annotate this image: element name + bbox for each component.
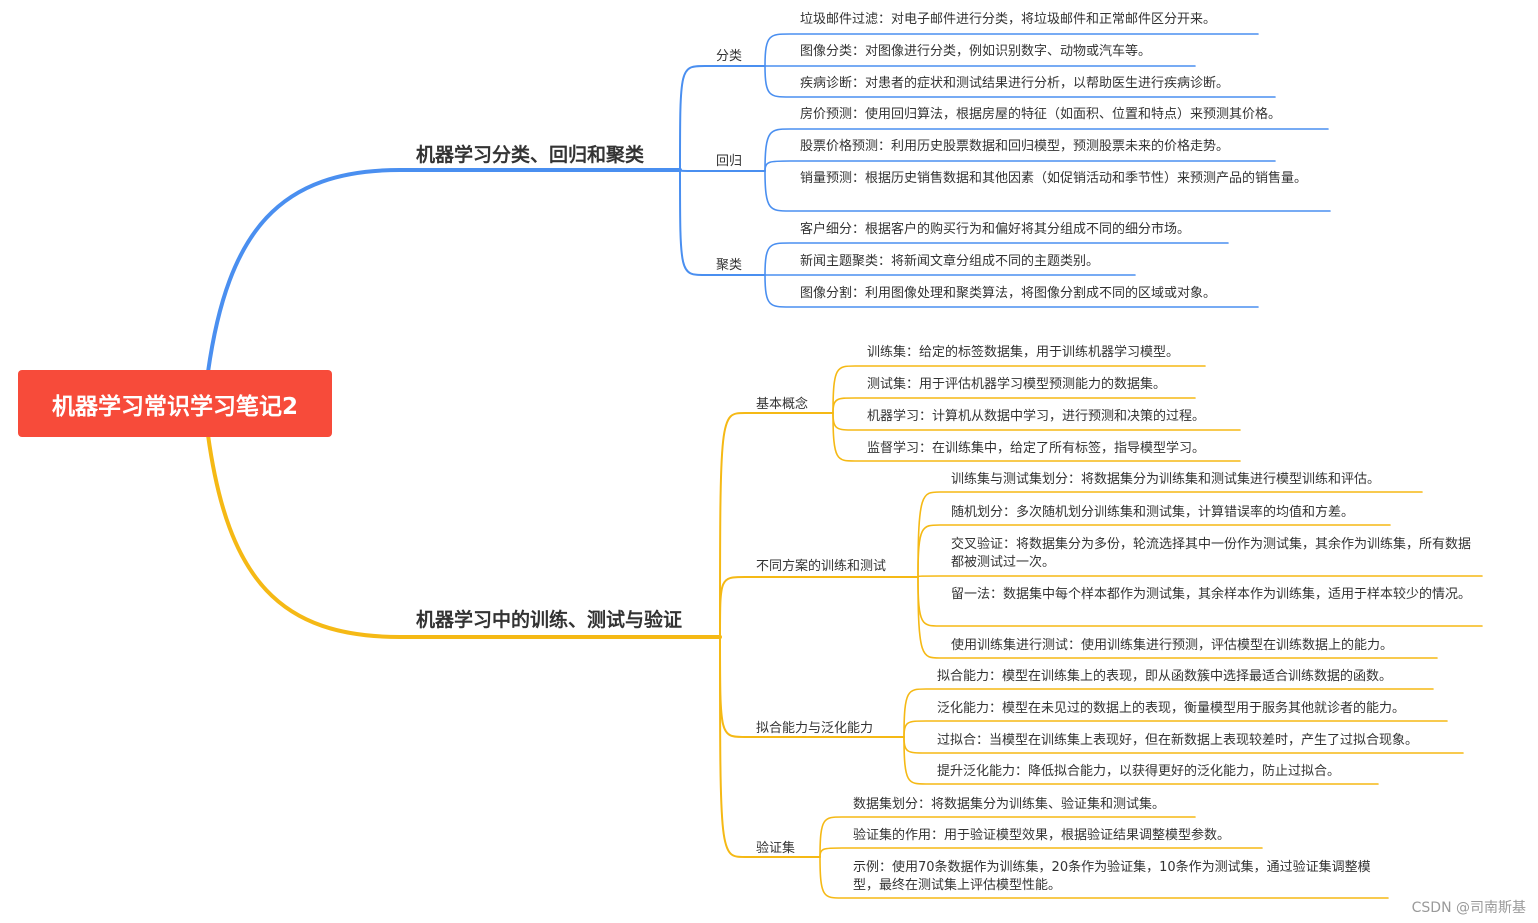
leaf-overfitting[interactable]: 过拟合：当模型在训练集上表现好，但在新数据上表现较差时，产生了过拟合现象。 bbox=[937, 733, 1419, 748]
leaf-test-set[interactable]: 测试集：用于评估机器学习模型预测能力的数据集。 bbox=[867, 377, 1167, 392]
leaf-train-test-split[interactable]: 训练集与测试集划分：将数据集分为训练集和测试集进行模型训练和评估。 bbox=[951, 472, 1381, 487]
edge-b2-sub1-leaf2 bbox=[917, 575, 1483, 578]
edge-b2-sub3-leaf1 bbox=[819, 847, 1263, 858]
leaf-machine-learning[interactable]: 机器学习：计算机从数据中学习，进行预测和决策的过程。 bbox=[867, 409, 1206, 424]
edge-b2-sub3-leaf0 bbox=[819, 816, 1196, 858]
leaf-fitting-ability[interactable]: 拟合能力：模型在训练集上的表现，即从函数簇中选择最适合训练数据的函数。 bbox=[937, 669, 1393, 684]
edge-b1-sub1-leaf2 bbox=[764, 170, 1331, 212]
csdn-watermark: CSDN @司南斯基 bbox=[1411, 900, 1526, 916]
edge-branch-2-to-schemes bbox=[719, 576, 919, 638]
leaf-image-classification[interactable]: 图像分类：对图像进行分类，例如识别数字、动物或汽车等。 bbox=[800, 44, 1152, 59]
branch-topic-training-testing-validation[interactable]: 机器学习中的训练、测试与验证 bbox=[416, 609, 683, 631]
leaf-dataset-split[interactable]: 数据集划分：将数据集分为训练集、验证集和测试集。 bbox=[853, 797, 1166, 812]
leaf-validation-set-role[interactable]: 验证集的作用：用于验证模型效果，根据验证结果调整模型参数。 bbox=[853, 828, 1231, 843]
edge-branch-2-to-basic-concepts bbox=[719, 412, 834, 638]
subtopic-regression[interactable]: 回归 bbox=[716, 154, 743, 169]
leaf-image-segmentation[interactable]: 图像分割：利用图像处理和聚类算法，将图像分割成不同的区域或对象。 bbox=[800, 286, 1217, 301]
edge-b2-sub0-leaf1 bbox=[832, 397, 1196, 414]
subtopic-clustering[interactable]: 聚类 bbox=[716, 258, 743, 273]
root-topic[interactable]: 机器学习常识学习笔记2 bbox=[18, 370, 332, 437]
branch-topic-classification-regression-clustering[interactable]: 机器学习分类、回归和聚类 bbox=[416, 144, 645, 166]
subtopic-classification[interactable]: 分类 bbox=[716, 49, 743, 64]
leaf-customer-segmentation[interactable]: 客户细分：根据客户的购买行为和偏好将其分组成不同的细分市场。 bbox=[800, 222, 1191, 237]
edge-b1-sub2-leaf2 bbox=[764, 274, 1259, 308]
leaf-news-topic-clustering[interactable]: 新闻主题聚类：将新闻文章分组成不同的主题类别。 bbox=[800, 254, 1100, 269]
leaf-generalization-ability[interactable]: 泛化能力：模型在未见过的数据上的表现，衡量模型用于服务其他就诊者的能力。 bbox=[937, 701, 1406, 716]
leaf-leave-one-out[interactable]: 留一法：数据集中每个样本都作为测试集，其余样本作为训练集，适用于样本较少的情况。 bbox=[951, 587, 1472, 602]
edge-b1-sub1-leaf1 bbox=[764, 160, 1276, 172]
edge-branch-1-to-classification bbox=[679, 65, 766, 171]
leaf-stock-price-prediction[interactable]: 股票价格预测：利用历史股票数据和回归模型，预测股票未来的价格走势。 bbox=[800, 139, 1230, 154]
leaf-cross-validation[interactable]: 交叉验证：将数据集分为多份，轮流选择其中一份作为测试集，其余作为训练集，所有数据… bbox=[951, 537, 1472, 570]
leaf-training-set[interactable]: 训练集：给定的标签数据集，用于训练机器学习模型。 bbox=[867, 345, 1180, 360]
leaf-test-on-training-set[interactable]: 使用训练集进行测试：使用训练集进行预测，评估模型在训练数据上的能力。 bbox=[951, 638, 1394, 653]
subtopic-validation-set[interactable]: 验证集 bbox=[756, 841, 796, 856]
leaf-supervised-learning[interactable]: 监督学习：在训练集中，给定了所有标签，指导模型学习。 bbox=[867, 441, 1206, 456]
edge-b1-sub1-leaf0 bbox=[764, 128, 1329, 172]
leaf-disease-diagnosis[interactable]: 疾病诊断：对患者的症状和测试结果进行分析，以帮助医生进行疾病诊断。 bbox=[800, 76, 1230, 91]
leaf-sales-forecast[interactable]: 销量预测：根据历史销售数据和其他因素（如促销活动和季节性）来预测产品的销售量。 bbox=[800, 171, 1308, 186]
leaf-random-split[interactable]: 随机划分：多次随机划分训练集和测试集，计算错误率的均值和方差。 bbox=[951, 505, 1355, 520]
leaf-house-price-prediction[interactable]: 房价预测：使用回归算法，根据房屋的特征（如面积、位置和特点）来预测其价格。 bbox=[800, 107, 1282, 122]
leaf-example[interactable]: 示例：使用70条数据作为训练集，20条作为验证集，10条作为测试集，通过验证集调… bbox=[853, 860, 1371, 893]
edge-b1-sub0-leaf2 bbox=[764, 65, 1276, 98]
edge-b2-sub2-leaf1 bbox=[903, 720, 1448, 738]
edge-branch-1-to-regression bbox=[679, 169, 766, 172]
edge-root-to-branch-1 bbox=[206, 168, 682, 374]
edge-b2-sub2-leaf3 bbox=[903, 736, 1379, 785]
edge-b2-sub1-leaf4 bbox=[917, 576, 1438, 659]
edge-b2-sub2-leaf0 bbox=[903, 688, 1434, 738]
subtopic-basic-concepts[interactable]: 基本概念 bbox=[756, 397, 809, 412]
leaf-improve-generalization[interactable]: 提升泛化能力：降低拟合能力，以获得更好的泛化能力，防止过拟合。 bbox=[937, 764, 1341, 779]
edge-root-to-branch-2 bbox=[206, 433, 722, 639]
subtopic-train-test-schemes[interactable]: 不同方案的训练和测试 bbox=[756, 559, 887, 574]
edge-b1-sub2-leaf0 bbox=[764, 242, 1229, 276]
subtopic-fitting-generalization[interactable]: 拟合能力与泛化能力 bbox=[756, 721, 874, 736]
leaf-spam-filtering[interactable]: 垃圾邮件过滤：对电子邮件进行分类，将垃圾邮件和正常邮件区分开来。 bbox=[800, 12, 1217, 27]
edge-b2-sub0-leaf3 bbox=[832, 412, 1241, 462]
edge-b2-sub1-leaf1 bbox=[917, 524, 1391, 578]
edge-b2-sub0-leaf0 bbox=[832, 365, 1206, 414]
edge-b2-sub3-leaf2 bbox=[819, 856, 1389, 899]
edge-branch-2-to-validation bbox=[719, 636, 821, 858]
edge-branch-1-to-clustering bbox=[679, 169, 766, 276]
edge-b1-sub0-leaf0 bbox=[764, 33, 1259, 67]
